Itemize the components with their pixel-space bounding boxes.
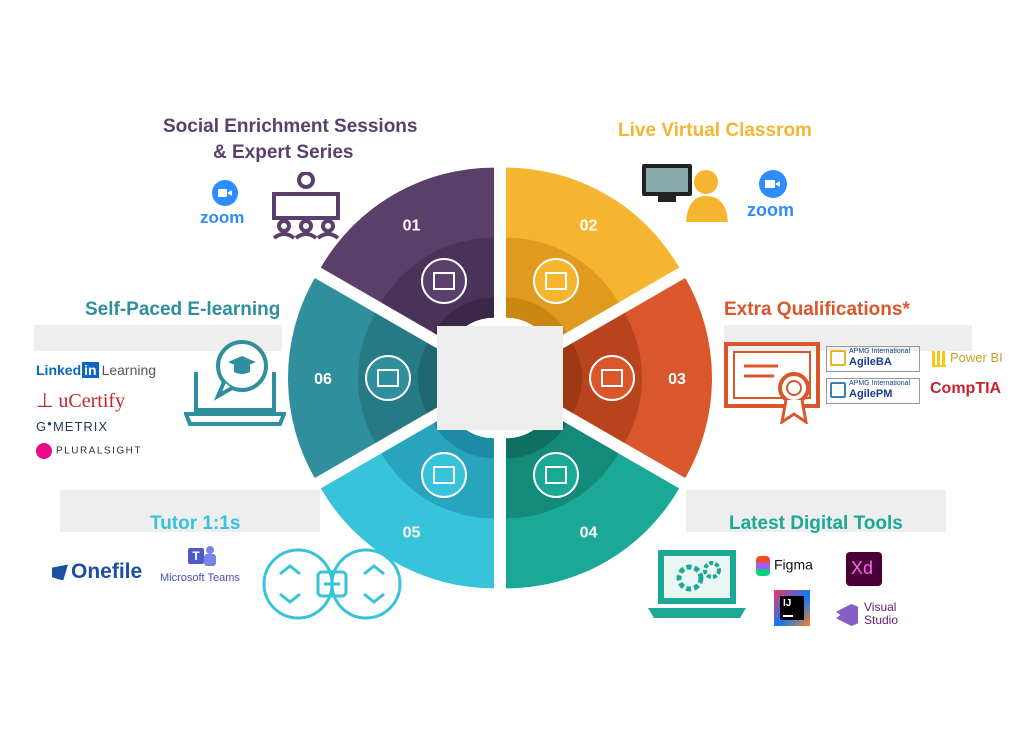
ucertify-mark-icon: ⊥: [36, 390, 59, 412]
presentation-board-icon: [533, 451, 579, 498]
apmg-icon: [830, 350, 846, 366]
segment-icon-glyph: [433, 272, 455, 291]
visual-studio-text-2: Studio: [864, 613, 899, 627]
ucertify-text: uCertify: [58, 390, 126, 412]
teams-logo: T Microsoft Teams: [160, 544, 250, 588]
linkedin-text: Linked: [36, 362, 82, 378]
figma-logo: Figma: [756, 556, 813, 576]
wheel-segment-06: 06: [288, 278, 445, 478]
linkedin-in-box: in: [82, 362, 99, 378]
adobe-xd-logo: Xd: [846, 552, 882, 586]
pluralsight-text: PLURALSIGHT: [56, 445, 142, 457]
section-title-extra: Extra Qualifications*: [724, 299, 910, 320]
powerbi-logo: Power BI: [932, 350, 1003, 367]
segment-number: 03: [668, 371, 686, 388]
meeting-table-icon: [272, 172, 340, 240]
video-grid-icon: [533, 258, 579, 305]
xd-text: Xd: [851, 558, 874, 578]
pluralsight-logo: PLURALSIGHT: [36, 443, 142, 459]
comptia-logo: CompTIA: [930, 380, 1002, 397]
visual-studio-text-1: Visual: [864, 600, 897, 614]
zoom-text: zoom: [747, 200, 794, 220]
section-bar-tutor: [60, 490, 320, 532]
agilepm-text: AgilePM: [849, 388, 893, 400]
figma-icon: [756, 556, 770, 576]
segment-number: 06: [314, 371, 332, 388]
presenter-desk-icon: [421, 258, 467, 305]
segment-number: 04: [580, 524, 598, 541]
segment-icon-glyph: [433, 465, 455, 484]
gmetrix-star: ●: [47, 419, 53, 428]
chain-link-icon: [262, 548, 402, 620]
zoom-logo-live: zoom: [745, 170, 801, 220]
section-title-tutor: Tutor 1:1s: [150, 513, 241, 534]
agilepm-logo: APMG International AgilePM: [826, 378, 920, 404]
intellij-logo: IJ: [774, 590, 810, 626]
segment-icon-glyph: [601, 369, 623, 387]
figma-text: Figma: [774, 556, 813, 573]
powerbi-text: Power BI: [950, 350, 1003, 365]
section-title-live: Live Virtual Classrom: [618, 120, 812, 141]
section-title-digital: Latest Digital Tools: [729, 513, 903, 534]
apmg-icon: [830, 382, 846, 398]
visual-studio-icon: [836, 604, 858, 626]
video-call-icon: [642, 164, 728, 222]
segment-number: 01: [403, 218, 421, 235]
intellij-inner: IJ: [780, 596, 804, 620]
certificate-icon: [724, 342, 820, 424]
apmg-text: APMG International: [849, 348, 911, 355]
buildings-icon: [589, 355, 635, 401]
zoom-logo: zoom: [200, 180, 252, 228]
segment-number: 05: [403, 524, 421, 541]
teams-text: Microsoft Teams: [160, 572, 240, 584]
apmg-text: APMG International: [849, 380, 911, 387]
agileba-text: AgileBA: [849, 356, 892, 368]
books-stack-icon: [365, 355, 411, 401]
powerbi-icon: [932, 350, 946, 367]
ij-text: IJ: [783, 598, 792, 609]
zoom-text: zoom: [200, 208, 245, 227]
wheel-center: [437, 326, 563, 430]
onefile-logo: Onefile: [52, 560, 142, 584]
visual-studio-logo: Visual Studio: [836, 598, 906, 630]
section-title-social-line1: Social Enrichment Sessions: [163, 116, 418, 137]
section-bar-digital: [686, 490, 946, 532]
teams-icon: T: [188, 544, 216, 568]
gmetrix-logo: G●METRIX: [36, 419, 108, 434]
learning-text: Learning: [101, 362, 157, 378]
laptop-gears-icon: [648, 550, 746, 618]
segment-icon-glyph: [377, 369, 399, 387]
network-people-icon: [421, 451, 467, 498]
gmetrix-g: G: [36, 419, 48, 434]
ucertify-logo: ⊥ uCertify: [36, 388, 125, 413]
pluralsight-icon: [36, 443, 52, 459]
section-title-social-line2: & Expert Series: [213, 142, 354, 163]
segment-icon-glyph: [545, 272, 567, 291]
onefile-text: Onefile: [71, 560, 143, 583]
segment-number: 02: [580, 218, 598, 235]
gmetrix-text: METRIX: [52, 419, 109, 434]
wheel-segment-04: 04: [506, 413, 680, 589]
agileba-logo: APMG International AgileBA: [826, 346, 920, 372]
onefile-icon: [52, 564, 68, 581]
section-title-self: Self-Paced E-learning: [85, 299, 281, 320]
segment-icon-glyph: [545, 465, 567, 484]
laptop-graduation-icon: [184, 340, 286, 426]
